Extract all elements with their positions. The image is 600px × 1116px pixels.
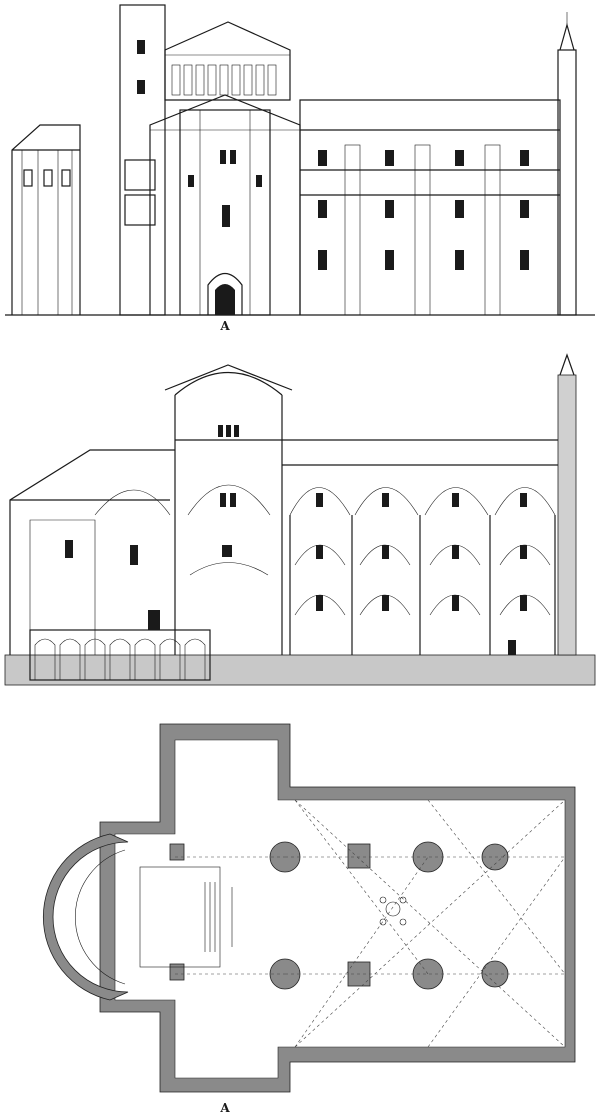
- crossing-tower: [164, 21, 291, 101]
- west-turret-section: [557, 353, 577, 656]
- plan-marker-label: A: [219, 1101, 230, 1115]
- bell-tower: [119, 4, 166, 316]
- west-turret: [557, 12, 577, 316]
- crossing-dome-section: [164, 364, 293, 655]
- nave-elevation: [299, 99, 561, 316]
- elevation-marker-label: A: [219, 319, 230, 333]
- nave-section: [282, 439, 560, 655]
- plan-vault-lines: [175, 799, 566, 1048]
- section-drawing: [4, 353, 596, 686]
- plan-walls: [99, 723, 576, 1093]
- plan-font: [379, 896, 407, 926]
- apse-section: [9, 449, 175, 655]
- plan-steps: [139, 866, 233, 968]
- apse-elevation: [11, 124, 81, 315]
- plan-drawing: A: [42, 723, 576, 1115]
- crypt-section: [29, 629, 211, 681]
- plan-apse: [42, 833, 129, 1001]
- elevation-drawing: A: [5, 4, 595, 333]
- transept-facade: [149, 94, 301, 316]
